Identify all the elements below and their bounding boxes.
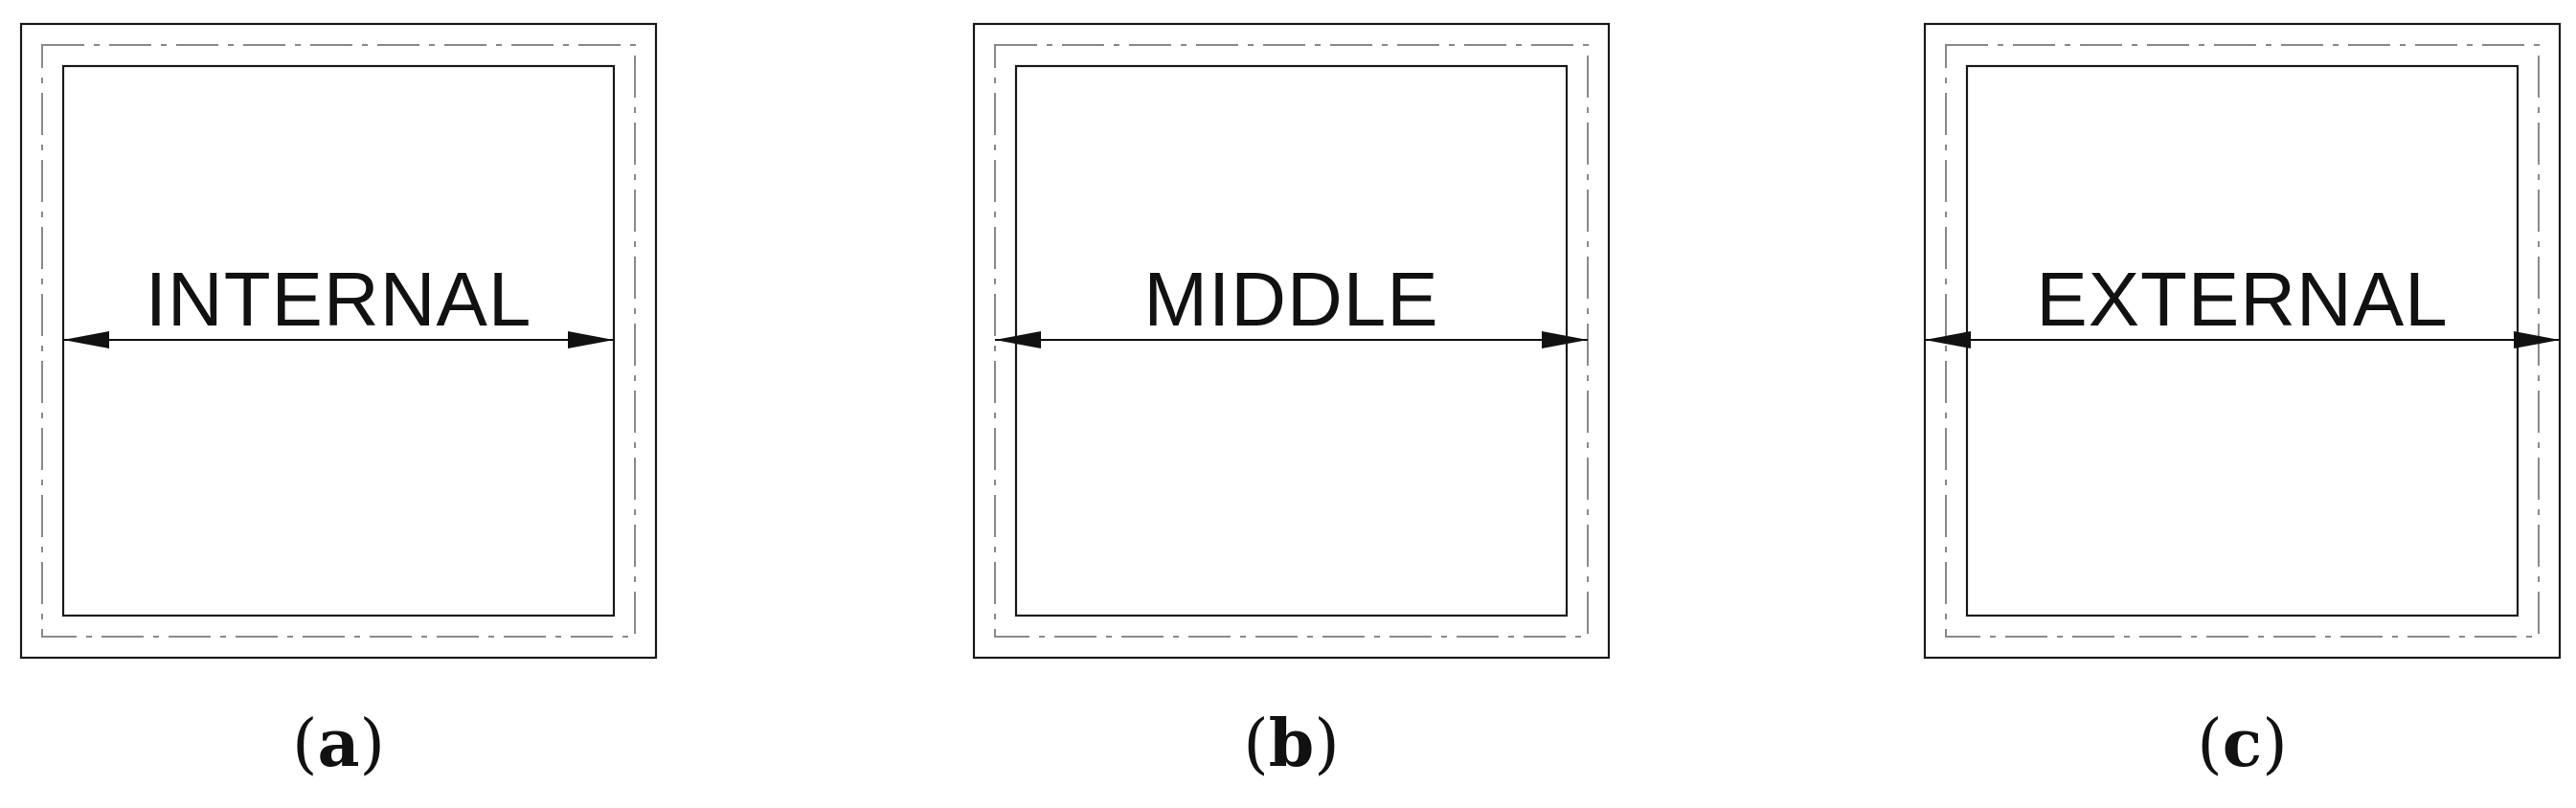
panel-b-caption-letter: b <box>1269 706 1315 782</box>
panel-b-dimension-arrow <box>995 331 1588 348</box>
panel-a-caption: (a) <box>292 706 385 782</box>
panel-a-dimension-arrow <box>63 331 614 348</box>
panel-a: INTERNAL (a) <box>19 22 658 782</box>
panel-a-outer-wall <box>19 22 658 660</box>
panel-c-caption: (c) <box>2197 706 2287 782</box>
panel-b-dimension-label: MIDDLE <box>1143 257 1438 342</box>
panel-b-right-arrowhead <box>1542 331 1588 348</box>
panel-b-outer-wall <box>972 22 1611 660</box>
panel-c-left-arrowhead <box>1925 331 1971 348</box>
panel-a-dimension-label: INTERNAL <box>146 257 532 342</box>
panel-c-caption-letter: c <box>2223 706 2262 782</box>
panel-a-caption-letter: a <box>317 706 359 782</box>
panel-a-left-arrowhead <box>63 331 109 348</box>
panel-b-caption: (b) <box>1243 706 1340 782</box>
panel-c-dimension-arrow <box>1925 331 2560 348</box>
panel-a-wall-centerline <box>41 44 636 638</box>
panel-b: MIDDLE (b) <box>972 22 1611 782</box>
panel-c: EXTERNAL (c) <box>1923 22 2562 782</box>
panel-a-right-arrowhead <box>568 331 614 348</box>
panel-c-dimension-label: EXTERNAL <box>2036 257 2448 342</box>
panel-c-right-arrowhead <box>2514 331 2560 348</box>
panel-b-left-arrowhead <box>995 331 1041 348</box>
